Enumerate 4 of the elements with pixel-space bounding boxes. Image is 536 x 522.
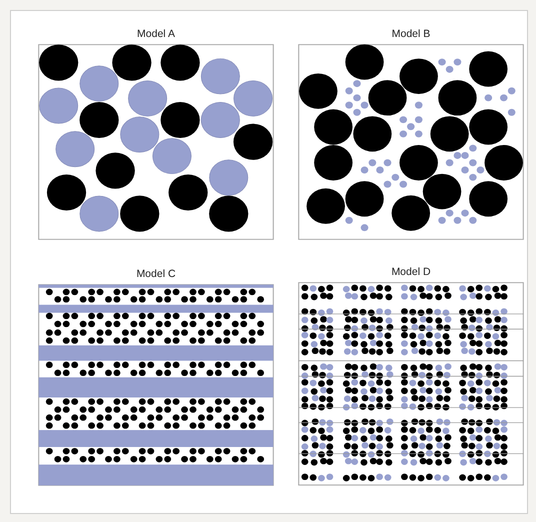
panel-title: Model C (135, 268, 177, 280)
panel-title: Model A (136, 28, 176, 40)
panel-title: Model D (390, 266, 432, 278)
panel-title: Model B (390, 28, 432, 40)
